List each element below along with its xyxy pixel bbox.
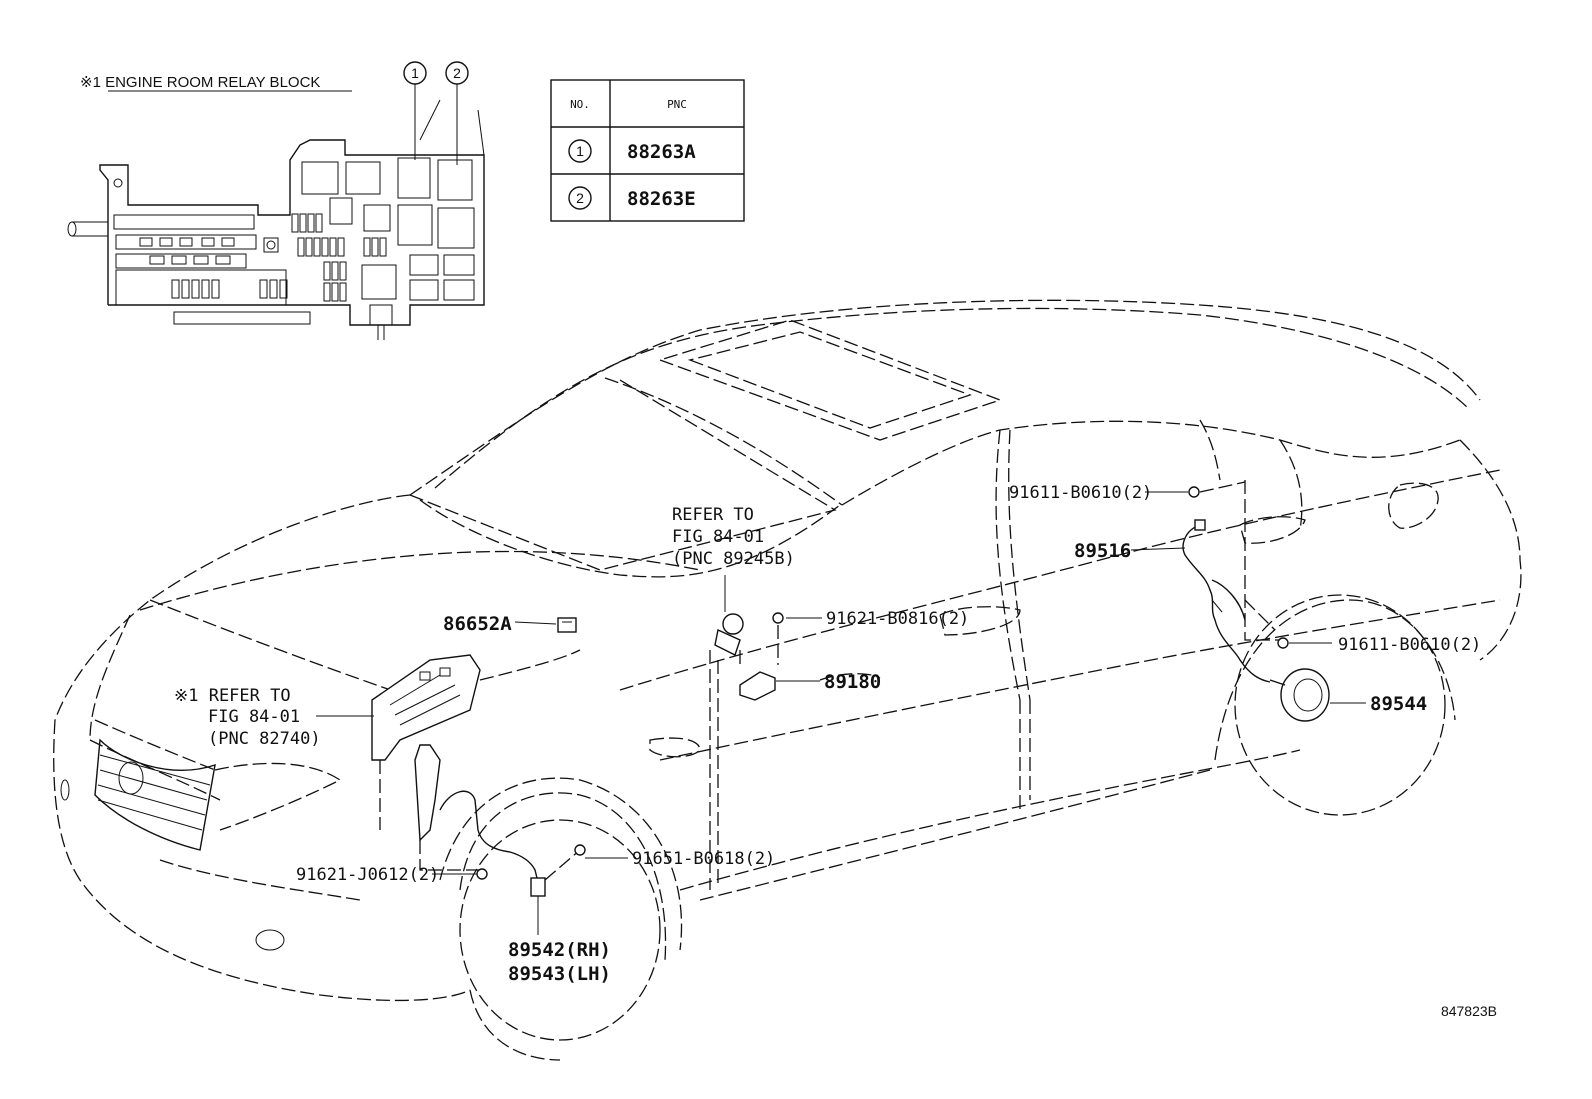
- callout-refer-upper: REFER TO FIG 84-01 (PNC 89245B): [672, 505, 795, 569]
- steering-sensor: [714, 575, 744, 665]
- svg-text:(PNC 89245B): (PNC 89245B): [672, 549, 795, 569]
- relay-block-title: ※1 ENGINE ROOM RELAY BLOCK: [80, 74, 320, 91]
- svg-text:2: 2: [453, 65, 461, 81]
- label-86652a: 86652A: [443, 613, 512, 635]
- label-89516: 89516: [1074, 540, 1131, 562]
- front-speed-sensor: [414, 744, 586, 905]
- label-91611-b0610-mid: 91611-B0610(2): [1338, 635, 1481, 655]
- sensor-89180: [739, 612, 784, 701]
- relay-block-inset: ※1 ENGINE ROOM RELAY BLOCK 1 2: [67, 61, 485, 340]
- label-91611-b0610-top: 91611-B0610(2): [1009, 483, 1152, 503]
- label-89544: 89544: [1370, 693, 1427, 715]
- svg-text:REFER TO: REFER TO: [672, 505, 754, 525]
- table-header-no: NO.: [570, 98, 590, 111]
- table-cell-pnc: 88263E: [627, 188, 696, 210]
- ecu-bracket: [371, 649, 581, 830]
- svg-text:FIG 84-01: FIG 84-01: [208, 707, 300, 727]
- svg-text:1: 1: [576, 143, 584, 159]
- table-cell-pnc: 88263A: [627, 141, 696, 163]
- label-89180: 89180: [824, 671, 881, 693]
- clip-86652a: [557, 617, 577, 633]
- marker-1: 1: [403, 61, 427, 160]
- label-89543: 89543(LH): [508, 963, 611, 985]
- label-91621-j0612: 91621-J0612(2): [296, 865, 439, 885]
- label-89542: 89542(RH): [508, 939, 611, 961]
- diagram-id: 847823B: [1441, 1003, 1497, 1019]
- front-wheel: [439, 777, 683, 1061]
- svg-text:※1 REFER TO: ※1 REFER TO: [174, 686, 291, 706]
- rear-speed-sensor-wire: [1182, 480, 1289, 683]
- table-header-pnc: PNC: [667, 98, 687, 111]
- svg-text:(PNC 82740): (PNC 82740): [208, 729, 321, 749]
- svg-text:1: 1: [411, 65, 419, 81]
- fog-lamp: [255, 929, 285, 951]
- pnc-table: NO. PNC 1 88263A 2 88263E: [550, 79, 745, 222]
- grille: [94, 738, 216, 851]
- relay-block-drawing: [67, 99, 485, 340]
- svg-text:FIG 84-01: FIG 84-01: [672, 527, 764, 547]
- rear-wheel: [1214, 594, 1456, 816]
- svg-text:2: 2: [576, 190, 584, 206]
- rear-hub-89544: [1269, 668, 1330, 722]
- leader-lines: [316, 491, 1366, 935]
- table-row: 2 88263E: [568, 186, 696, 210]
- car-outline: [53, 299, 1522, 1061]
- table-row: 1 88263A: [568, 139, 696, 163]
- label-91621-b0816: 91621-B0816(2): [826, 609, 969, 629]
- marker-2: 2: [445, 61, 469, 165]
- callout-refer-lower: ※1 REFER TO FIG 84-01 (PNC 82740): [174, 686, 321, 749]
- label-91651-b0618: 91651-B0618(2): [632, 849, 775, 869]
